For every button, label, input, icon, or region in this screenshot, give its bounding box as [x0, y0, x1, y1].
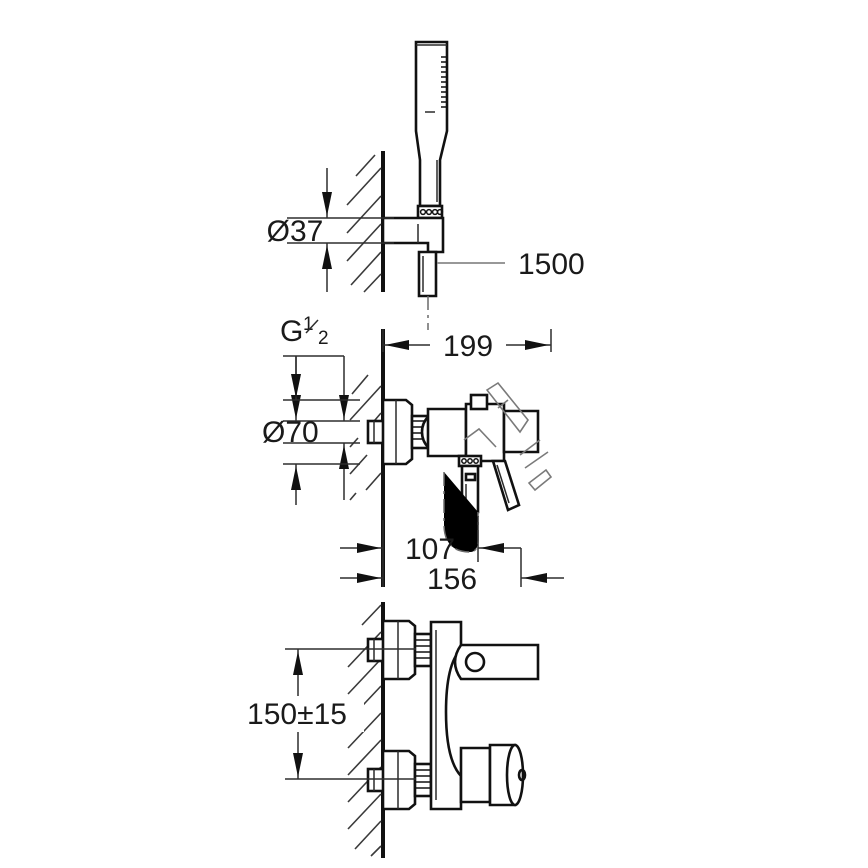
wall-section-hatch-top [346, 151, 385, 293]
dim-label-thread-numerator: 1 [303, 314, 314, 335]
dim-label-depth-199: 199 [443, 330, 493, 363]
bottom-view-group: 150±15 [234, 602, 540, 858]
hose-ghost-outline-middle [443, 472, 479, 553]
diverter-knob-front [459, 743, 527, 807]
dim-label-thread-g: G [280, 315, 303, 348]
dimension-depth-107: 107 [340, 516, 521, 566]
dim-label-centers-150: 150±15 [247, 698, 347, 731]
dim-label-dia-70: Ø70 [262, 416, 319, 449]
upper-union-nut [413, 632, 433, 668]
middle-view-group: G 1 2 Ø70 199 [262, 314, 564, 596]
wand-grip-texture [441, 56, 446, 108]
shower-hose-connection [417, 250, 438, 330]
dim-label-depth-107: 107 [405, 533, 455, 566]
lever-handle-middle [491, 459, 521, 512]
wand-knurled-collar [416, 204, 444, 220]
dimension-thread-g-half: G 1 2 [280, 314, 360, 500]
escutcheon-cap-middle [381, 398, 414, 466]
dimension-depth-156: 156 [340, 548, 564, 596]
mixer-body-front [429, 620, 463, 811]
lower-union-nut [413, 762, 433, 798]
lever-handle-pivot-hole [464, 651, 486, 673]
wall-holder-bracket [381, 216, 445, 254]
dim-label-hose-1500: 1500 [518, 248, 585, 281]
upper-escutcheon [381, 619, 417, 681]
lower-escutcheon [381, 749, 417, 811]
dim-label-depth-156: 156 [427, 563, 477, 596]
dimension-dia-70: Ø70 [262, 356, 360, 505]
dimension-hose-1500: 1500 [437, 248, 585, 281]
dimension-dia-37: Ø37 [267, 168, 394, 292]
mixer-body-middle-right [464, 393, 506, 463]
top-view-group: Ø37 1500 [267, 40, 585, 330]
lever-handle-ghost-middle [463, 381, 553, 492]
mixer-body-middle-left [426, 407, 468, 458]
dim-label-thread-denominator: 2 [318, 328, 329, 349]
hand-shower-wand [414, 40, 449, 208]
lever-handle-front [453, 643, 540, 681]
dimension-depth-199: 199 [382, 328, 552, 363]
dim-label-dia-37: Ø37 [267, 215, 324, 248]
dimension-centers-150: 150±15 [234, 648, 416, 780]
